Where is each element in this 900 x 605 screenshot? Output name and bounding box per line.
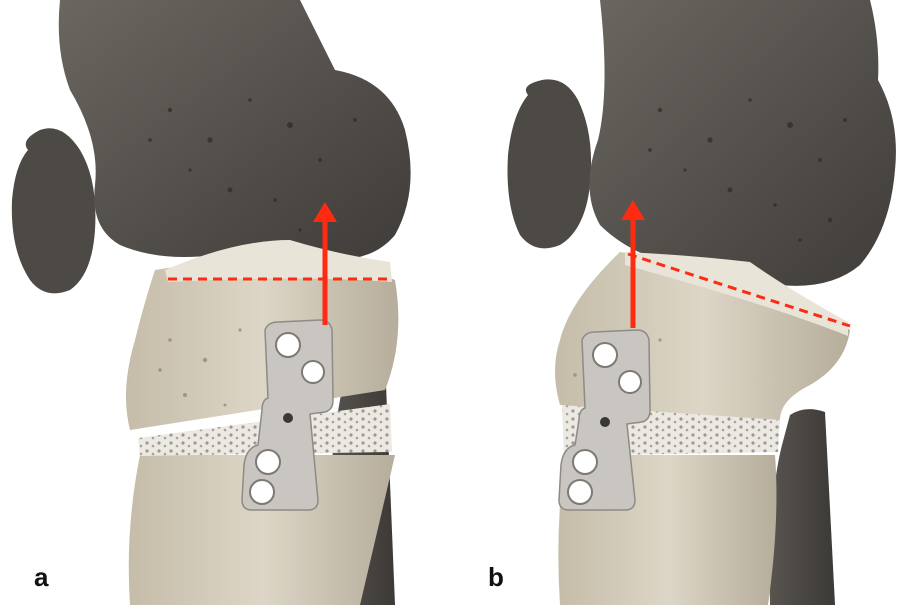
femur	[59, 0, 411, 259]
knee-illustration-b	[450, 0, 900, 605]
knee-illustration-a	[0, 0, 450, 605]
panel-a: a	[0, 0, 450, 605]
panel-label-b: b	[488, 562, 504, 593]
panel-b: b	[450, 0, 900, 605]
panel-label-a: a	[34, 562, 48, 593]
fibula	[770, 409, 835, 605]
patella	[508, 79, 592, 248]
patella	[12, 128, 96, 293]
